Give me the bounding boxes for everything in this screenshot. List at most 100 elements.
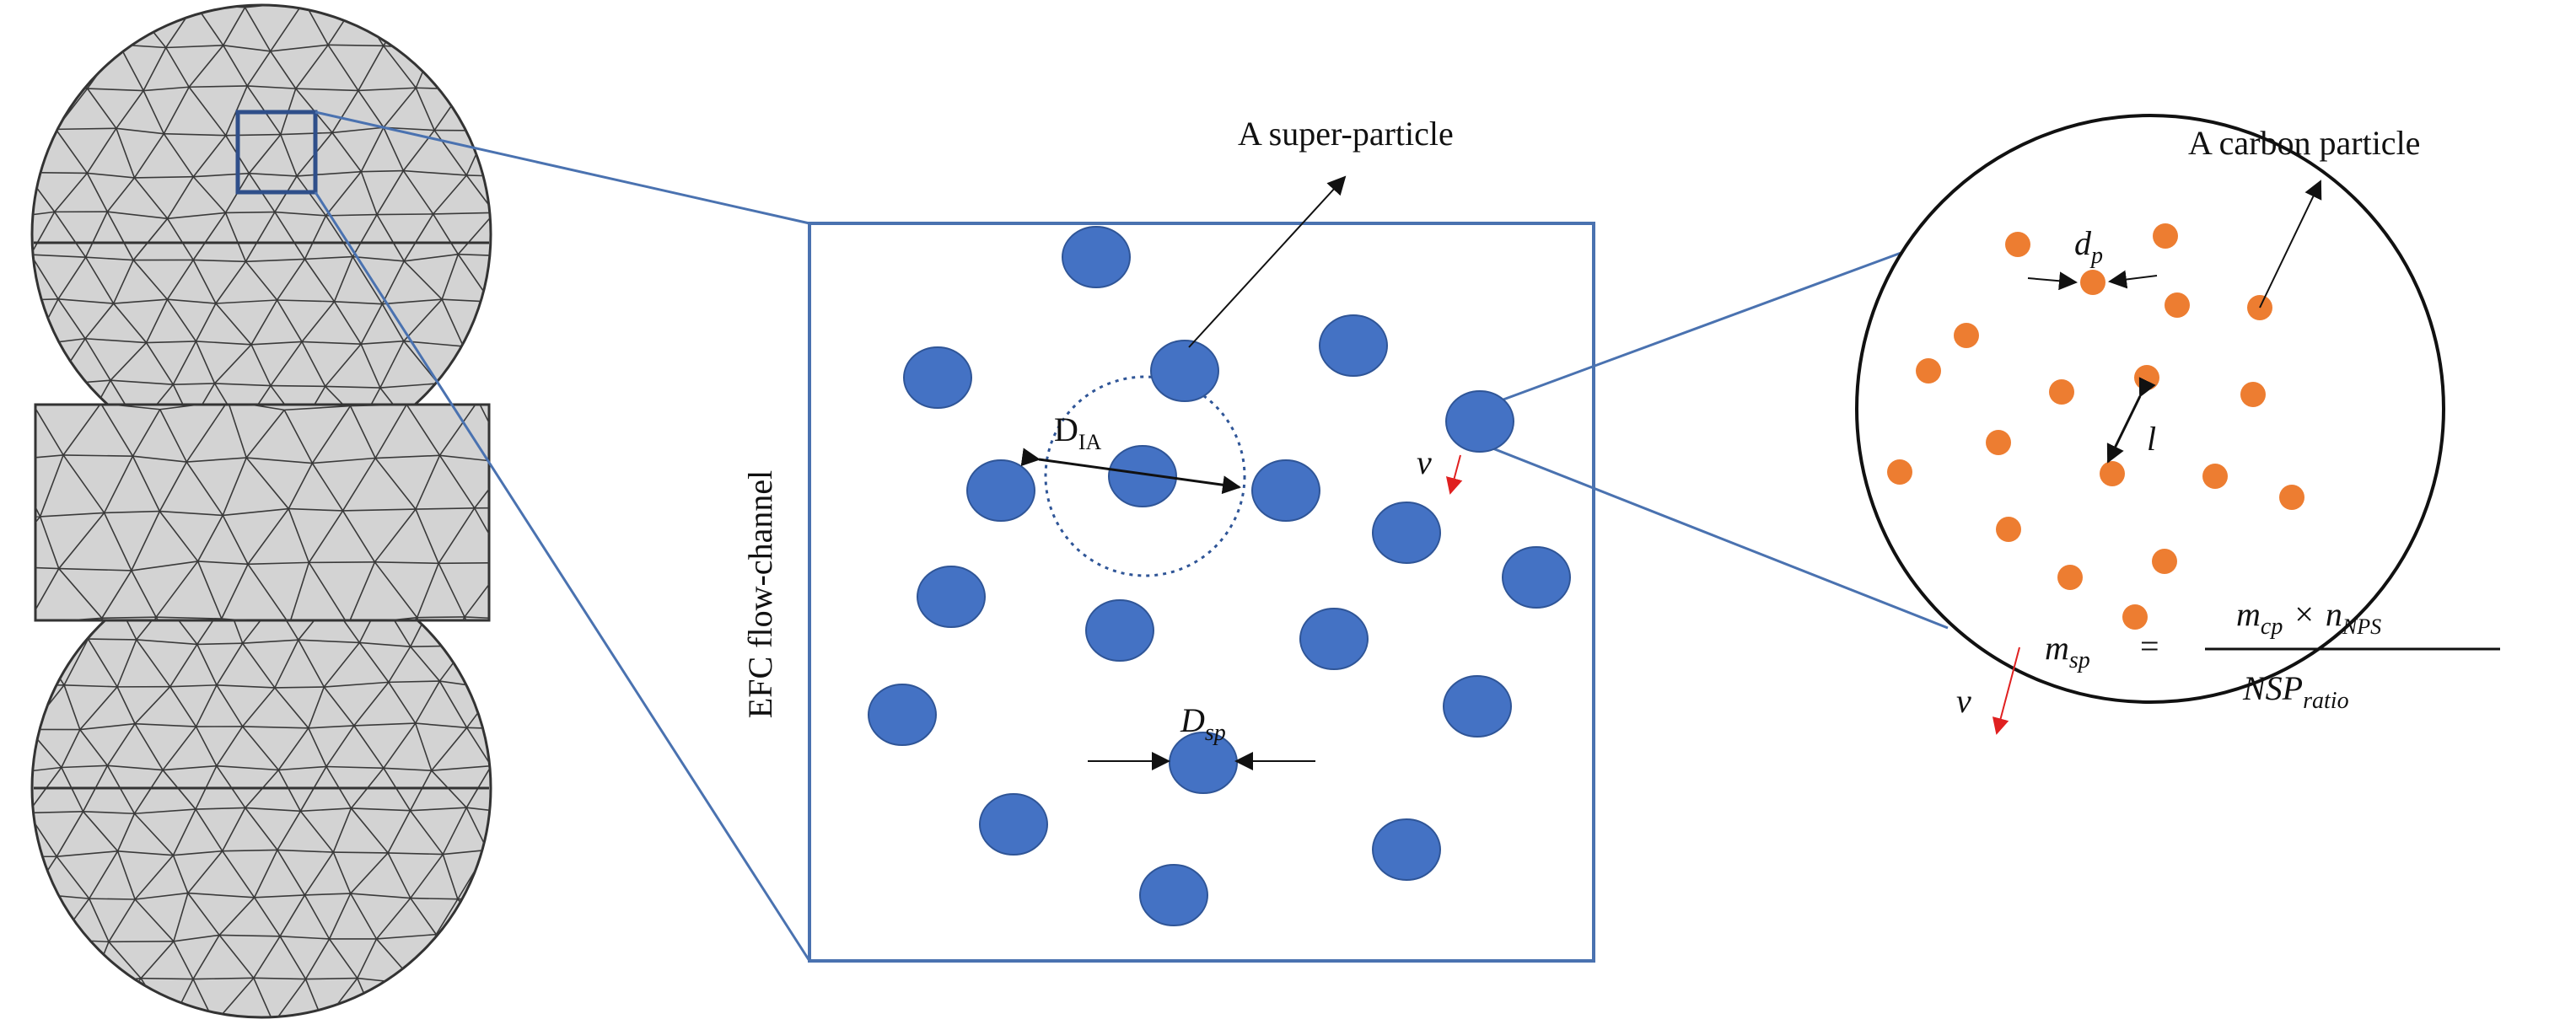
mesh-edge xyxy=(414,680,441,724)
mesh-edge xyxy=(32,5,55,47)
mesh-edge xyxy=(495,382,513,429)
mesh-edge xyxy=(143,47,167,91)
mesh-edge xyxy=(63,638,89,686)
mesh-edge xyxy=(32,46,55,52)
carbon-particle xyxy=(1986,430,2011,455)
super-particle xyxy=(1150,340,1219,402)
mesh-edge xyxy=(0,427,10,465)
mesh-edge xyxy=(250,344,272,386)
mesh-edge xyxy=(248,134,282,174)
mesh-edge xyxy=(164,132,226,137)
mesh-edge xyxy=(132,409,161,457)
mesh-edge xyxy=(9,729,29,773)
mesh-edge xyxy=(0,685,3,728)
mesh-edge xyxy=(433,174,467,215)
mesh-edge xyxy=(435,934,461,979)
mesh-edge xyxy=(274,639,299,689)
mesh-edge xyxy=(465,807,488,850)
mesh-edge xyxy=(415,508,439,564)
mesh-edge xyxy=(136,639,171,688)
mesh-edge xyxy=(0,893,8,937)
mesh-edge xyxy=(442,854,459,899)
mesh-edge xyxy=(85,5,135,9)
mesh-edge xyxy=(0,93,4,131)
mesh-edge xyxy=(280,935,330,940)
carbon-particle-pointer xyxy=(2259,180,2322,308)
mesh-edge xyxy=(195,807,245,810)
mesh-edge xyxy=(32,559,38,602)
mesh-edge xyxy=(192,935,220,979)
mesh-edge xyxy=(108,941,142,979)
mesh-edge xyxy=(58,567,132,571)
mesh-edge xyxy=(325,171,362,217)
mesh-edge xyxy=(304,893,351,896)
mesh-edge xyxy=(272,979,307,1017)
mesh-edge xyxy=(350,405,407,407)
mesh-edge xyxy=(172,341,197,385)
mesh-edge xyxy=(520,133,547,176)
mesh-edge xyxy=(280,134,298,177)
mesh-edge xyxy=(512,555,549,597)
mesh-edge xyxy=(328,938,358,979)
super-particle xyxy=(1251,459,1320,522)
carbon-particle xyxy=(2153,223,2178,249)
mesh-edge xyxy=(32,891,33,894)
mesh-edge xyxy=(464,616,489,620)
mesh-edge xyxy=(192,212,227,260)
mesh-edge xyxy=(325,215,353,258)
mesh-edge xyxy=(86,127,117,174)
mesh-edge xyxy=(278,765,327,771)
mesh-edge xyxy=(116,850,136,900)
mesh-edge xyxy=(61,767,84,813)
mesh-edge xyxy=(10,424,27,465)
mesh-edge xyxy=(383,126,435,131)
carbon-particle xyxy=(2279,485,2304,510)
mesh-edge xyxy=(116,127,164,135)
mesh-edge xyxy=(466,807,491,814)
mesh-edge xyxy=(169,686,197,727)
mesh-edge xyxy=(106,723,136,766)
mesh-edge xyxy=(325,385,380,389)
mesh-edge xyxy=(324,681,389,688)
mesh-edge xyxy=(32,254,86,258)
mesh-edge xyxy=(0,218,2,255)
mesh-edge xyxy=(100,405,134,457)
mesh-edge xyxy=(221,618,250,620)
mesh-edge xyxy=(465,765,491,808)
mesh-edge xyxy=(86,88,117,129)
mesh-edge xyxy=(0,51,11,93)
mesh-edge xyxy=(32,5,86,6)
mesh-edge xyxy=(0,729,29,730)
mesh-edge xyxy=(431,727,468,771)
mesh-edge xyxy=(62,454,105,513)
mesh-edge xyxy=(517,92,547,133)
mesh-edge xyxy=(247,85,296,89)
mesh-edge xyxy=(219,934,281,937)
super-particle xyxy=(979,793,1048,856)
mesh-edge xyxy=(387,852,411,899)
mesh-edge xyxy=(103,512,132,571)
mesh-edge xyxy=(54,211,87,258)
mesh-edge xyxy=(63,684,81,730)
mesh-edge xyxy=(376,170,405,215)
mesh-edge xyxy=(192,176,227,213)
mesh-edge xyxy=(0,813,3,856)
mesh-edge xyxy=(460,975,491,979)
mesh-edge xyxy=(514,256,549,303)
mesh-edge xyxy=(134,723,164,770)
mesh-edge xyxy=(403,340,464,347)
mesh-edge xyxy=(250,299,278,346)
mesh-edge xyxy=(222,457,247,516)
mesh-edge xyxy=(3,685,29,729)
mesh-edge xyxy=(513,428,546,472)
mesh-edge xyxy=(520,177,540,212)
mesh-edge xyxy=(479,405,489,425)
mesh-edge xyxy=(382,298,443,305)
mesh-edge xyxy=(358,641,390,683)
mesh-edge xyxy=(192,260,217,304)
d-p-arrow-right xyxy=(2108,270,2158,289)
mesh-edge xyxy=(0,774,9,813)
mesh-edge xyxy=(383,767,432,771)
mesh-edge xyxy=(415,722,467,729)
mesh-edge xyxy=(32,380,56,386)
